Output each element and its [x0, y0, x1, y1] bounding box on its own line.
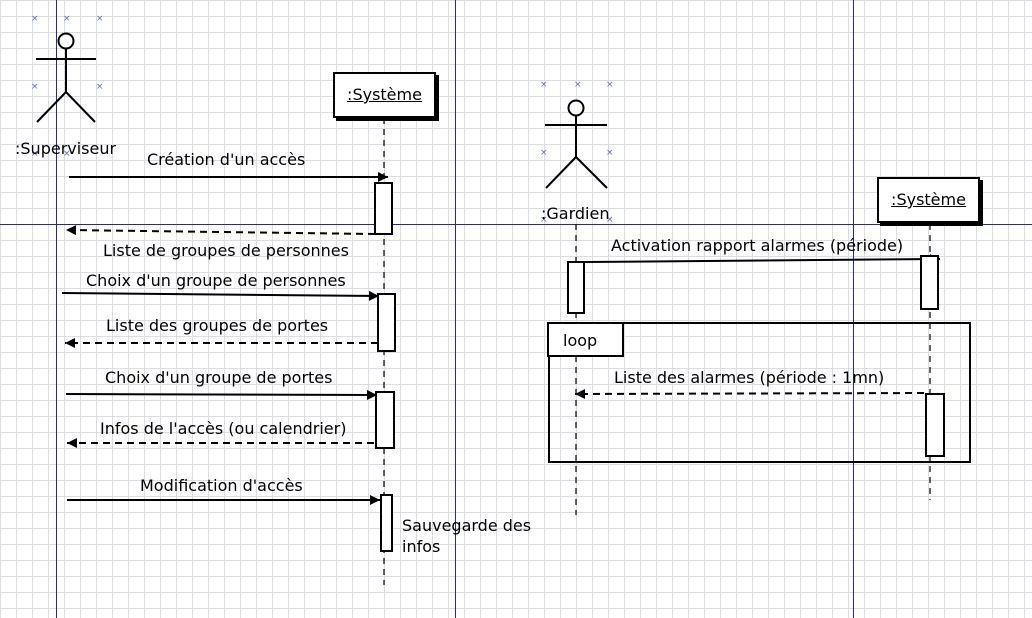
actor-label-gardien: :Gardien [541, 204, 610, 223]
object-label: :Système [891, 190, 966, 209]
activation-bar[interactable] [920, 255, 939, 310]
message-arrow-liste-alarmes [574, 388, 925, 399]
object-systeme-1[interactable]: :Système [333, 72, 436, 118]
guide-line-vertical [56, 0, 57, 618]
guide-line-horizontal [0, 224, 1032, 225]
message-arrow-choix-portes [65, 389, 378, 400]
activation-bar[interactable] [374, 182, 393, 235]
activation-bar[interactable] [567, 261, 585, 314]
message-label: Infos de l'accès (ou calendrier) [100, 419, 347, 438]
activation-bar[interactable] [380, 494, 393, 552]
object-systeme-2[interactable]: :Système [877, 177, 980, 223]
message-label: Choix d'un groupe de portes [105, 368, 333, 387]
actor-label-superviseur: :Superviseur [15, 139, 117, 158]
message-label: Activation rapport alarmes (période) [611, 236, 904, 255]
loop-label: loop [563, 331, 598, 350]
message-label: Liste des groupes de portes [106, 316, 329, 335]
message-label: Choix d'un groupe de personnes [86, 271, 346, 290]
activation-bar[interactable] [925, 393, 945, 457]
loop-fragment-tab[interactable]: loop [547, 322, 624, 357]
message-label: Liste de groupes de personnes [103, 241, 349, 260]
loop-fragment-frame [548, 322, 971, 463]
activation-bar[interactable] [377, 293, 396, 352]
note-sauvegarde-line2: infos [402, 537, 441, 556]
message-label: Modification d'accès [140, 476, 303, 495]
gardien-actor-icon[interactable] [543, 99, 609, 193]
message-label: Création d'un accès [147, 150, 306, 169]
note-sauvegarde-line1: Sauvegarde des [402, 516, 532, 535]
message-arrow-liste-personnes [65, 225, 376, 236]
superviseur-actor-icon[interactable] [32, 32, 98, 126]
message-arrow-activation [584, 254, 941, 265]
message-arrow-choix-personnes [61, 290, 380, 301]
message-label: Liste des alarmes (période : 1mn) [614, 368, 885, 387]
guide-line-vertical [455, 0, 456, 618]
guide-line-vertical [853, 0, 854, 618]
activation-bar[interactable] [375, 391, 395, 449]
object-label: :Système [347, 85, 422, 104]
